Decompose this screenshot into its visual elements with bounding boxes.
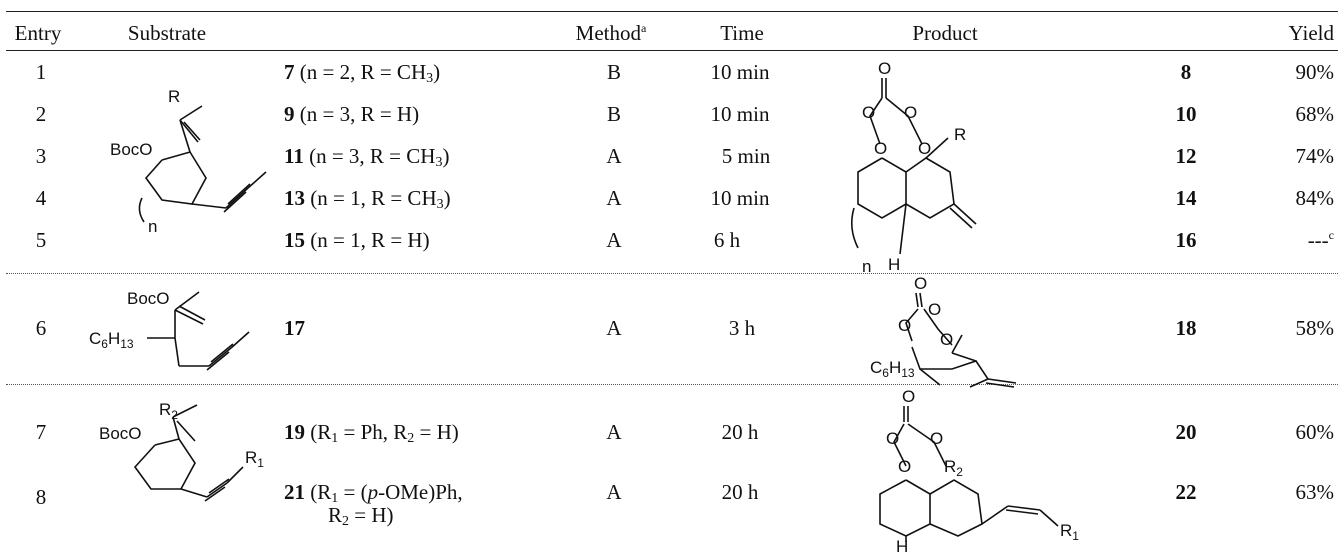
time-cell: 5 min	[721, 144, 771, 168]
svg-text:O: O	[914, 274, 927, 293]
product-number: 8	[1180, 60, 1192, 84]
yield-cell: 84%	[1295, 186, 1335, 210]
method-cell: A	[606, 316, 622, 340]
header-method: Methoda	[575, 21, 647, 45]
method-cell: A	[606, 420, 622, 444]
header-rule	[6, 50, 1338, 51]
product-number: 22	[1175, 480, 1197, 504]
svg-text:O: O	[862, 103, 875, 122]
yield-cell: 74%	[1295, 144, 1335, 168]
method-cell: B	[606, 60, 622, 84]
product-number: 18	[1175, 316, 1197, 340]
svg-text:R: R	[168, 87, 180, 106]
method-cell: A	[606, 480, 622, 504]
product-number: 20	[1175, 420, 1197, 444]
svg-text:BocO: BocO	[110, 140, 153, 159]
product-structure-c: O O O O R2 R1 H	[879, 387, 1079, 554]
section-divider-1	[6, 273, 1338, 274]
svg-text:O: O	[928, 300, 941, 319]
yield-cell: 63%	[1295, 480, 1335, 504]
svg-text:H: H	[888, 255, 900, 274]
method-cell: A	[606, 186, 622, 210]
substrate-cell: 21 (R1 = (p-OMe)Ph,	[284, 480, 463, 506]
substrate-cell: 17	[284, 316, 305, 340]
entry-cell: 3	[35, 144, 47, 168]
substrate-cell: 13 (n = 1, R = CH3)	[284, 186, 451, 212]
header-entry: Entry	[14, 21, 62, 45]
svg-text:R2: R2	[159, 400, 178, 422]
top-rule	[6, 11, 1338, 12]
svg-text:O: O	[898, 457, 911, 476]
svg-text:BocO: BocO	[127, 289, 170, 308]
time-cell: 10 min	[710, 102, 770, 126]
yield-cell: ---c	[1307, 228, 1334, 252]
header-yield: Yield	[1288, 21, 1335, 45]
svg-text:C6H13: C6H13	[89, 329, 134, 351]
svg-text:R2: R2	[944, 457, 963, 479]
entry-cell: 4	[35, 186, 47, 210]
svg-text:O: O	[930, 429, 943, 448]
method-cell: B	[606, 102, 622, 126]
substrate-cell: 7 (n = 2, R = CH3)	[284, 60, 441, 86]
product-number: 12	[1175, 144, 1197, 168]
header-time: Time	[720, 21, 764, 45]
header-substrate: Substrate	[127, 21, 207, 45]
entry-cell: 6	[35, 316, 47, 340]
svg-text:BocO: BocO	[99, 424, 142, 443]
entry-cell: 1	[35, 60, 47, 84]
yield-cell: 68%	[1295, 102, 1335, 126]
svg-text:C6H13: C6H13	[870, 358, 915, 380]
time-cell: 20 h	[721, 420, 759, 444]
header-product: Product	[912, 21, 978, 45]
method-cell: A	[606, 228, 622, 252]
substrate-cell: 9 (n = 3, R = H)	[284, 102, 420, 126]
entry-cell: 2	[35, 102, 47, 126]
entry-cell: 7	[35, 420, 47, 444]
substrate-structure-a: BocO R n	[110, 87, 267, 236]
svg-text:O: O	[878, 59, 891, 78]
method-cell: A	[606, 144, 622, 168]
time-cell: 10 min	[710, 60, 770, 84]
substrate-cell: 11 (n = 3, R = CH3)	[284, 144, 450, 170]
svg-text:n: n	[148, 217, 157, 236]
time-cell: 6 h	[713, 228, 741, 252]
svg-text:O: O	[904, 103, 917, 122]
product-structure-b: O O O O C6H13	[870, 274, 1017, 388]
svg-text:O: O	[874, 139, 887, 158]
svg-text:R1: R1	[245, 448, 264, 470]
entry-cell: 5	[35, 228, 47, 252]
substrate-structure-b: BocO C6H13	[89, 289, 250, 371]
product-number: 10	[1175, 102, 1197, 126]
time-cell: 3 h	[728, 316, 756, 340]
time-cell: 20 h	[721, 480, 759, 504]
product-number: 16	[1175, 228, 1197, 252]
svg-text:R: R	[954, 125, 966, 144]
svg-text:O: O	[886, 429, 899, 448]
substrate-cell: 19 (R1 = Ph, R2 = H)	[284, 420, 459, 446]
product-number: 14	[1175, 186, 1197, 210]
yield-cell: 58%	[1295, 316, 1335, 340]
svg-text:n: n	[862, 257, 871, 276]
substrate-cell-line2: R2 = H)	[328, 503, 394, 529]
substrate-structure-c: BocO R2 R1	[99, 400, 264, 502]
svg-text:R1: R1	[1060, 521, 1079, 543]
entry-cell: 8	[35, 485, 47, 509]
section-divider-2	[6, 384, 1338, 385]
yield-cell: 90%	[1295, 60, 1335, 84]
substrate-cell: 15 (n = 1, R = H)	[284, 228, 430, 252]
yield-cell: 60%	[1295, 420, 1335, 444]
svg-text:O: O	[902, 387, 915, 406]
time-cell: 10 min	[710, 186, 770, 210]
product-structure-a: O O O O O R n H	[850, 59, 977, 276]
